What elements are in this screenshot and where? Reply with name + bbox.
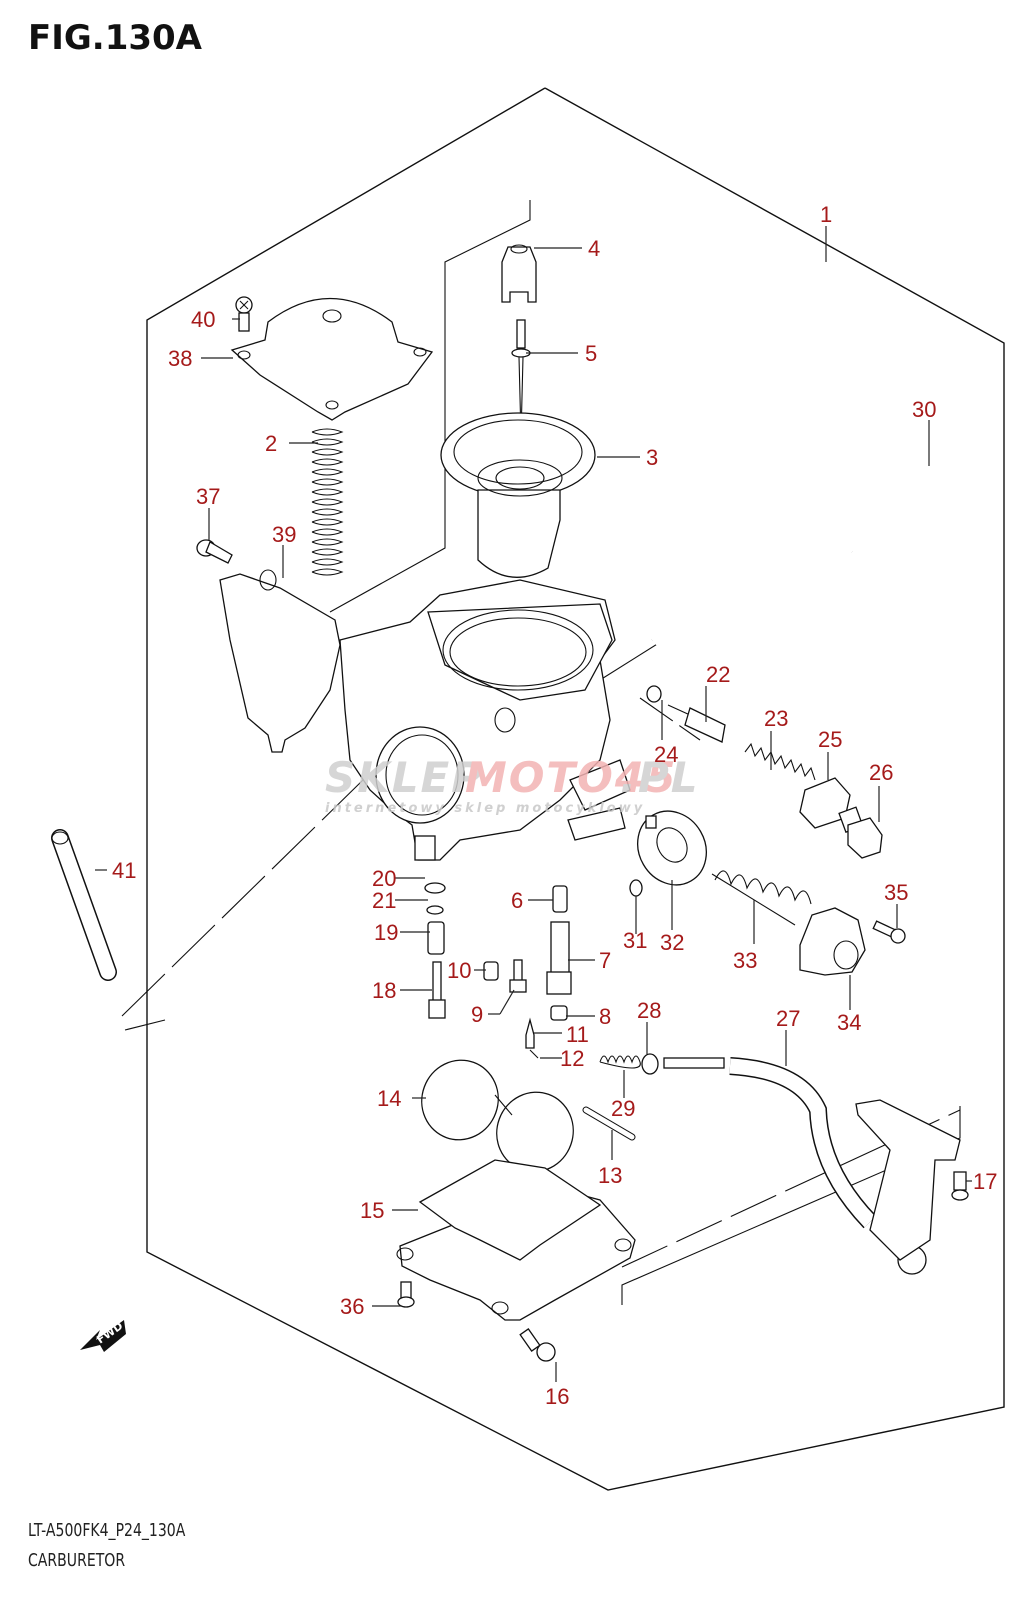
subassembly-boundary-top <box>329 200 531 613</box>
callout-12[interactable]: 12 <box>560 1046 584 1071</box>
callout-19[interactable]: 19 <box>374 920 398 945</box>
part-needle-holder-4[interactable] <box>501 244 537 303</box>
part-plug-10[interactable] <box>483 961 499 981</box>
part-hose-30[interactable] <box>645 454 945 648</box>
leader-lines <box>95 226 972 1382</box>
callout-18[interactable]: 18 <box>372 978 396 1003</box>
watermark-brand-grey: SKLEP <box>325 753 484 802</box>
callout-1[interactable]: 1 <box>820 202 832 227</box>
part-screw-16[interactable] <box>519 1328 556 1362</box>
part-spring-33[interactable] <box>711 870 812 926</box>
part-bracket-39[interactable] <box>219 569 341 753</box>
guide-line <box>639 697 701 741</box>
part-cable-27[interactable] <box>663 1057 927 1275</box>
part-washer-28[interactable] <box>641 1053 659 1075</box>
callout-21[interactable]: 21 <box>372 888 396 913</box>
part-spring-2[interactable] <box>311 428 344 576</box>
part-o-ring-31[interactable] <box>629 879 643 897</box>
part-clip-12[interactable] <box>529 1049 539 1059</box>
callout-17[interactable]: 17 <box>973 1169 997 1194</box>
callout-22[interactable]: 22 <box>706 662 730 687</box>
callout-33[interactable]: 33 <box>733 948 757 973</box>
callout-32[interactable]: 32 <box>660 930 684 955</box>
part-bracket-cable[interactable] <box>855 1099 961 1261</box>
watermark: SKLEP MOTO45 .PL internetowy sklep motoc… <box>325 753 700 816</box>
callout-23[interactable]: 23 <box>764 706 788 731</box>
callout-5[interactable]: 5 <box>585 341 597 366</box>
callout-39[interactable]: 39 <box>272 522 296 547</box>
callout-16[interactable]: 16 <box>545 1384 569 1409</box>
part-diaphragm-32[interactable] <box>624 799 719 898</box>
part-needle-jet-7[interactable] <box>546 921 572 995</box>
callout-10[interactable]: 10 <box>447 958 471 983</box>
part-screw-40[interactable] <box>235 296 253 332</box>
callout-13[interactable]: 13 <box>598 1163 622 1188</box>
part-diaphragm-piston-3[interactable] <box>440 412 596 578</box>
part-float-chamber[interactable] <box>396 1159 636 1321</box>
callout-29[interactable]: 29 <box>611 1096 635 1121</box>
figure-title: FIG.130A <box>28 18 202 58</box>
watermark-brand-red: MOTO45 <box>465 753 677 802</box>
assembly-boundary <box>146 87 1005 1491</box>
callout-9[interactable]: 9 <box>471 1002 483 1027</box>
part-pilot-screw-18[interactable] <box>428 961 446 1019</box>
callout-36[interactable]: 36 <box>340 1294 364 1319</box>
part-top-cap-38[interactable] <box>230 297 434 421</box>
part-float-pin-13[interactable] <box>582 1106 636 1141</box>
callout-30[interactable]: 30 <box>912 397 936 422</box>
watermark-tagline: internetowy sklep motocyklowy <box>325 801 645 816</box>
part-o-ring-21[interactable] <box>426 905 444 915</box>
callout-24[interactable]: 24 <box>654 742 678 767</box>
part-screw-17[interactable] <box>951 1171 969 1201</box>
callout-20[interactable]: 20 <box>372 866 396 891</box>
callout-8[interactable]: 8 <box>599 1004 611 1029</box>
callout-34[interactable]: 34 <box>837 1010 861 1035</box>
callout-2[interactable]: 2 <box>265 431 277 456</box>
part-spring-23[interactable] <box>744 742 816 781</box>
subassembly-boundary-bottom <box>621 1106 961 1305</box>
callout-27[interactable]: 27 <box>776 1006 800 1031</box>
section-name: CARBURETOR <box>28 1550 126 1571</box>
part-cover-34[interactable] <box>799 907 866 976</box>
callout-4[interactable]: 4 <box>588 236 600 261</box>
callout-15[interactable]: 15 <box>360 1198 384 1223</box>
part-spring-19[interactable] <box>427 921 445 955</box>
part-spring-29[interactable] <box>599 1055 641 1069</box>
part-needle-jet-cap-6[interactable] <box>552 885 568 913</box>
guide-line <box>124 1019 166 1031</box>
part-hose-41[interactable] <box>51 829 117 981</box>
part-starter-plunger-22[interactable] <box>667 704 726 743</box>
callout-28[interactable]: 28 <box>637 998 661 1023</box>
part-o-ring-24[interactable] <box>646 685 662 703</box>
part-screw-35[interactable] <box>872 920 906 944</box>
callout-35[interactable]: 35 <box>884 880 908 905</box>
callout-11[interactable]: 11 <box>566 1022 589 1047</box>
part-carburetor-body-1[interactable] <box>339 579 631 861</box>
callout-3[interactable]: 3 <box>646 445 658 470</box>
callout-14[interactable]: 14 <box>377 1086 401 1111</box>
fwd-arrow-icon: FWD <box>80 1319 126 1352</box>
part-cap-26[interactable] <box>847 817 883 859</box>
part-pilot-jet-9[interactable] <box>509 959 527 993</box>
callout-26[interactable]: 26 <box>869 760 893 785</box>
model-code: LT-A500FK4_P24_130A <box>28 1520 186 1541</box>
part-main-jet-8[interactable] <box>550 1005 568 1021</box>
callout-37[interactable]: 37 <box>196 484 220 509</box>
part-washer-20[interactable] <box>424 882 446 894</box>
part-float-14[interactable] <box>411 1049 585 1182</box>
part-needle-valve-11[interactable] <box>525 1017 535 1049</box>
watermark-domain: .PL <box>620 753 700 802</box>
callout-31[interactable]: 31 <box>623 928 647 953</box>
part-screw-37[interactable] <box>196 539 233 564</box>
callout-25[interactable]: 25 <box>818 727 842 752</box>
callout-38[interactable]: 38 <box>168 346 192 371</box>
callout-40[interactable]: 40 <box>191 307 215 332</box>
callout-labels: 1 2 3 4 5 6 7 8 9 10 11 12 13 14 15 16 1… <box>112 202 997 1409</box>
callout-6[interactable]: 6 <box>511 888 523 913</box>
callout-41[interactable]: 41 <box>112 858 136 883</box>
callout-7[interactable]: 7 <box>599 948 611 973</box>
part-screw-36[interactable] <box>397 1281 415 1308</box>
